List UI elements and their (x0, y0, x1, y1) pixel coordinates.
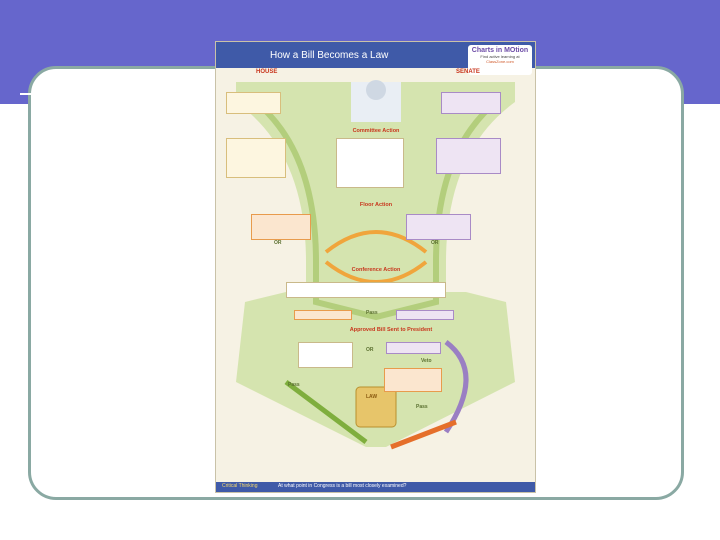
veto-arrow (443, 340, 469, 434)
conference-action-heading: Conference Action (351, 267, 401, 273)
president-signs-box (298, 342, 353, 368)
law-scroll (355, 386, 397, 428)
veto-label: Veto (421, 358, 432, 364)
senate-vote-box (396, 310, 454, 320)
critical-thinking-label: Critical Thinking (222, 483, 258, 489)
capitol-dome (366, 80, 386, 100)
committee-action-heading: Committee Action (352, 128, 400, 134)
or-label-left: OR (274, 240, 282, 246)
conference-arrow-top (324, 230, 428, 254)
pass-arrow-left (284, 380, 368, 444)
senate-heading: SENATE (456, 69, 480, 75)
pass-label-mid: Pass (366, 310, 378, 316)
house-heading: HOUSE (256, 69, 278, 75)
or-label-right: OR (431, 240, 439, 246)
house-floor-box (251, 214, 311, 240)
pass-label-left: Pass (288, 382, 300, 388)
approved-bill-heading: Approved Bill Sent to President (349, 327, 433, 333)
house-intro-box (226, 92, 281, 114)
charts-in-motion-logo: Charts in MOtion Find active learning at… (468, 45, 532, 75)
or-label-center: OR (366, 347, 374, 353)
committee-center-box (336, 138, 404, 188)
conference-box (286, 282, 446, 298)
senate-intro-box (441, 92, 501, 114)
logo-line3: ClassZone.com (486, 59, 514, 64)
override-box (384, 368, 442, 392)
senate-committee-box (436, 138, 501, 174)
pass-arrow-right (390, 419, 457, 450)
senate-floor-box (406, 214, 471, 240)
logo-line1: Charts in MOtion (471, 47, 529, 54)
poster-title: How a Bill Becomes a Law (270, 50, 389, 61)
president-vetoes-box (386, 342, 441, 354)
logo-line2: Find active learning at (480, 54, 520, 59)
bill-diagram-image: How a Bill Becomes a Law Charts in MOtio… (216, 42, 535, 492)
critical-thinking-bar: Critical Thinking At what point in Congr… (216, 482, 535, 492)
house-committee-box (226, 138, 286, 178)
conference-arrow-bottom (324, 260, 428, 284)
house-vote-box (294, 310, 352, 320)
critical-thinking-question: At what point in Congress is a bill most… (278, 483, 407, 489)
law-label: LAW (366, 394, 378, 400)
floor-action-heading: Floor Action (359, 202, 393, 208)
pass-label-right: Pass (416, 404, 428, 410)
